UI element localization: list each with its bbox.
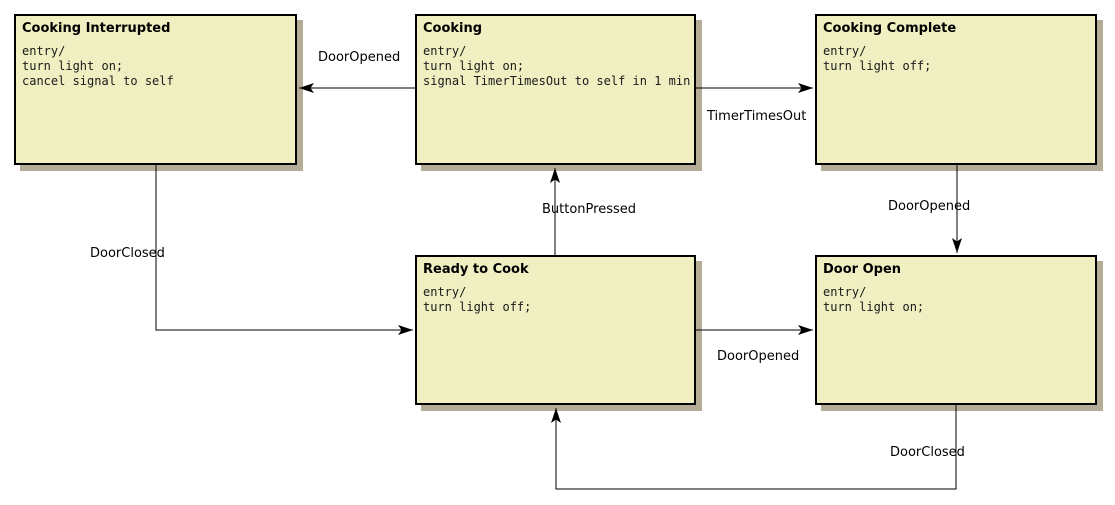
transition-label-doorclosed-bottom: DoorClosed: [890, 445, 965, 460]
state-cooking: Cooking entry/ turn light on; signal Tim…: [415, 14, 696, 165]
state-action-line: entry/: [823, 44, 867, 58]
transition-label-buttonpressed: ButtonPressed: [542, 202, 637, 217]
state-title: Door Open: [823, 262, 902, 277]
state-cooking-interrupted: Cooking Interrupted entry/ turn light on…: [14, 14, 297, 165]
state-action-line: turn light off;: [823, 59, 932, 73]
state-action-line: turn light on;: [423, 59, 525, 73]
state-action-line: signal TimerTimesOut to self in 1 min: [423, 74, 691, 88]
state-action-line: turn light on;: [823, 300, 925, 314]
state-action-line: entry/: [823, 285, 867, 299]
state-title: Cooking Complete: [823, 21, 957, 36]
state-cooking-complete: Cooking Complete entry/ turn light off;: [815, 14, 1097, 165]
state-title: Cooking: [423, 21, 483, 36]
state-door-open: Door Open entry/ turn light on;: [815, 255, 1097, 405]
state-ready-to-cook: Ready to Cook entry/ turn light off;: [415, 255, 696, 405]
state-action-line: entry/: [423, 44, 467, 58]
state-action-line: turn light off;: [423, 300, 532, 314]
transition-label-timertimesout: TimerTimesOut: [707, 109, 807, 124]
transition-label-dooropened-to-dooropen: DoorOpened: [717, 349, 800, 364]
transition-label-doorclosed-left: DoorClosed: [90, 246, 165, 261]
state-action-line: entry/: [22, 44, 66, 58]
transition-label-dooropened-to-interrupted: DoorOpened: [318, 50, 401, 65]
state-action-line: turn light on;: [22, 59, 124, 73]
state-action-line: cancel signal to self: [22, 74, 174, 88]
transition-label-dooropened-from-complete: DoorOpened: [888, 199, 971, 214]
arrow-cooking-interrupted-to-ready-to-cook: [155, 165, 413, 335]
state-action-line: entry/: [423, 285, 467, 299]
state-title: Cooking Interrupted: [22, 21, 171, 36]
state-title: Ready to Cook: [423, 262, 529, 277]
